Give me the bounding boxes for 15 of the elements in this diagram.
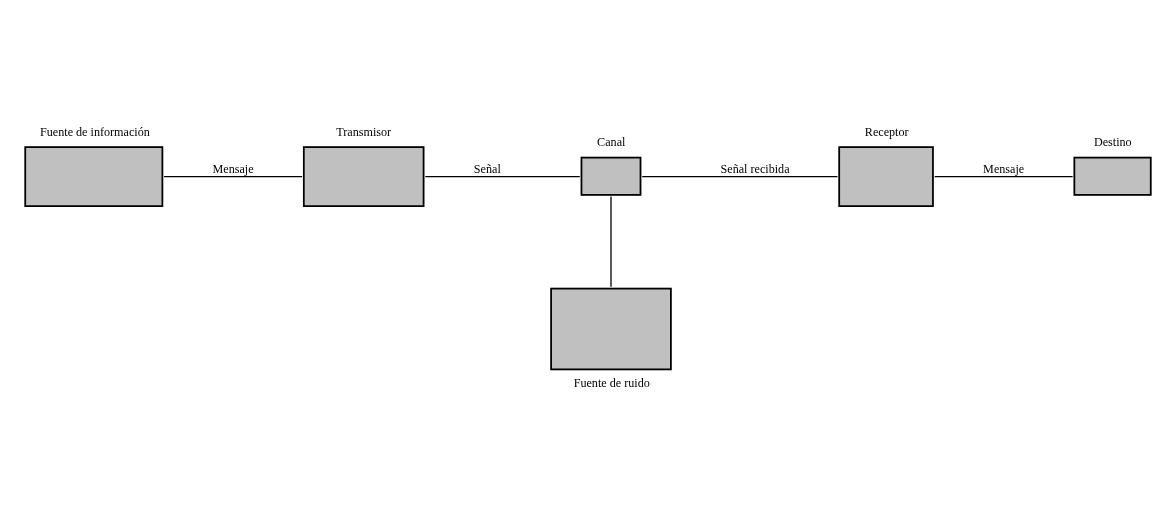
- connector: [610, 195, 612, 287]
- node-label: Transmisor: [336, 124, 392, 139]
- node-label: Canal: [597, 134, 626, 149]
- edge-label: Mensaje: [983, 161, 1025, 176]
- connector: [934, 175, 1074, 177]
- edge-label: Señal recibida: [720, 161, 790, 176]
- connector: [424, 175, 581, 177]
- connector: [163, 175, 303, 177]
- node-label: Fuente de ruido: [573, 375, 650, 390]
- edge-label: Mensaje: [212, 161, 254, 176]
- node-label: Receptor: [864, 124, 909, 139]
- node-label: Fuente de información: [40, 124, 150, 139]
- connector: [641, 175, 839, 177]
- edge-label: Señal: [473, 161, 501, 176]
- node-label: Destino: [1093, 134, 1132, 149]
